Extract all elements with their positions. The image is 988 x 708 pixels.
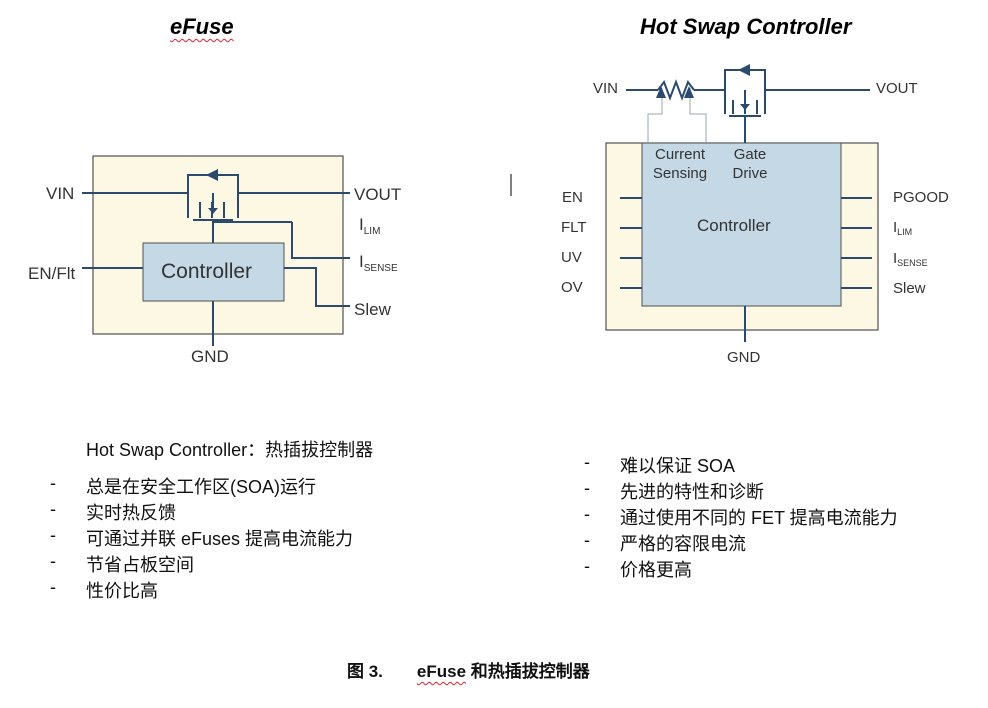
list-item: -节省占板空间 (50, 551, 194, 575)
right-feature-list: -难以保证 SOA -先进的特性和诊断 -通过使用不同的 FET 提高电流能力 … (584, 452, 898, 582)
efuse-fet-arrow (206, 169, 218, 181)
hotswap-pgood-label: PGOOD (893, 189, 949, 206)
hotswap-sense-taps (647, 88, 707, 143)
hotswap-controller-label: Controller (697, 216, 771, 235)
list-item: -可通过并联 eFuses 提高电流能力 (50, 525, 354, 549)
hotswap-gnd-label: GND (727, 349, 761, 366)
hotswap-vout-label: VOUT (876, 80, 918, 97)
efuse-title: eFuse (170, 14, 234, 39)
list-item: -性价比高 (50, 577, 158, 601)
left-feature-list: -总是在安全工作区(SOA)运行 -实时热反馈 -可通过并联 eFuses 提高… (50, 473, 354, 603)
efuse-vout-label: VOUT (354, 185, 402, 204)
hot-swap-title: Hot Swap Controller (640, 14, 852, 39)
hotswap-controller-box (641, 142, 842, 307)
figure-caption: 图 3. eFuse 和热插拔控制器 (347, 657, 590, 682)
list-item: -价格更高 (584, 556, 692, 580)
list-item: -实时热反馈 (50, 499, 176, 523)
efuse-ilim-label: ILIM (359, 215, 381, 237)
efuse-wires (82, 174, 350, 346)
efuse-en-flt-label: EN/Flt (28, 264, 76, 283)
caption-efuse: eFuse (416, 662, 467, 681)
list-item: -严格的容限电流 (584, 530, 746, 554)
caption-rest: 和热插拔控制器 (466, 662, 590, 681)
efuse-vin-label: VIN (46, 184, 75, 203)
efuse-slew-label: Slew (354, 300, 391, 319)
hotswap-vin-label: VIN (593, 80, 619, 97)
hotswap-uv-label: UV (561, 249, 582, 266)
hotswap-flt-label: FLT (561, 219, 587, 236)
hotswap-slew-label: Slew (893, 280, 926, 297)
list-item: -先进的特性和诊断 (584, 478, 764, 502)
list-item: -通过使用不同的 FET 提高电流能力 (584, 504, 898, 528)
efuse-controller-label: Controller (161, 260, 253, 283)
list-item: -难以保证 SOA (584, 452, 736, 476)
efuse-controller-box (142, 242, 285, 302)
left-list-heading: Hot Swap Controller：热插拔控制器 (86, 440, 374, 460)
efuse-isense-label: ISENSE (359, 252, 398, 274)
efuse-gnd-label: GND (191, 347, 229, 366)
hotswap-isense-label: ISENSE (893, 250, 928, 268)
figure-number: 图 3. (347, 662, 383, 681)
list-item: -总是在安全工作区(SOA)运行 (50, 473, 316, 497)
hotswap-ilim-label: ILIM (893, 219, 913, 237)
hotswap-ov-label: OV (561, 279, 583, 296)
hotswap-en-label: EN (562, 189, 583, 206)
